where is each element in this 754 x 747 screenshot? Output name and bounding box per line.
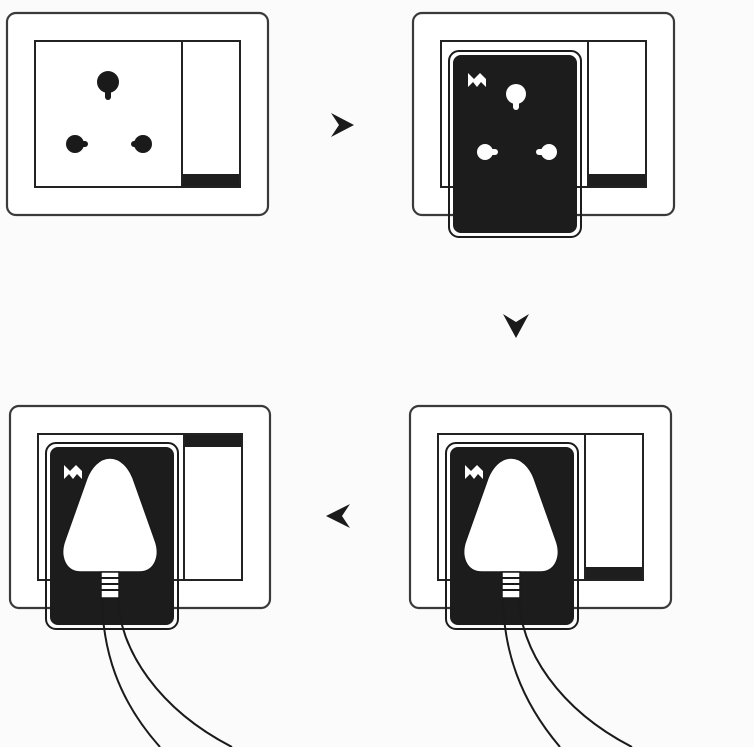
brand-logo-icon xyxy=(465,465,483,479)
arrow-down-icon xyxy=(503,314,529,338)
socket-pins xyxy=(66,71,152,153)
cable xyxy=(502,594,561,747)
switch xyxy=(183,433,243,581)
brand-logo-icon xyxy=(468,73,486,87)
arrow-left-icon xyxy=(326,504,350,528)
adapter-outline xyxy=(448,50,582,238)
adapter-body xyxy=(453,55,577,233)
brand-logo-icon xyxy=(64,465,82,479)
switch-indicator xyxy=(586,567,642,579)
switch xyxy=(587,40,647,188)
step-3-plug-inserted xyxy=(408,404,673,747)
cable xyxy=(101,594,161,747)
arrow-right-icon xyxy=(331,113,354,137)
switch xyxy=(584,433,644,581)
step-4-final xyxy=(8,404,272,747)
adapter-outline xyxy=(45,442,179,630)
switch-indicator xyxy=(589,174,645,186)
adapter-holes xyxy=(477,84,557,160)
adapter-outline xyxy=(445,442,579,630)
step-2-adapter xyxy=(411,11,676,238)
switch-indicator xyxy=(185,435,241,447)
step-1-socket xyxy=(5,11,270,217)
switch xyxy=(181,40,241,188)
switch-indicator xyxy=(183,174,239,186)
